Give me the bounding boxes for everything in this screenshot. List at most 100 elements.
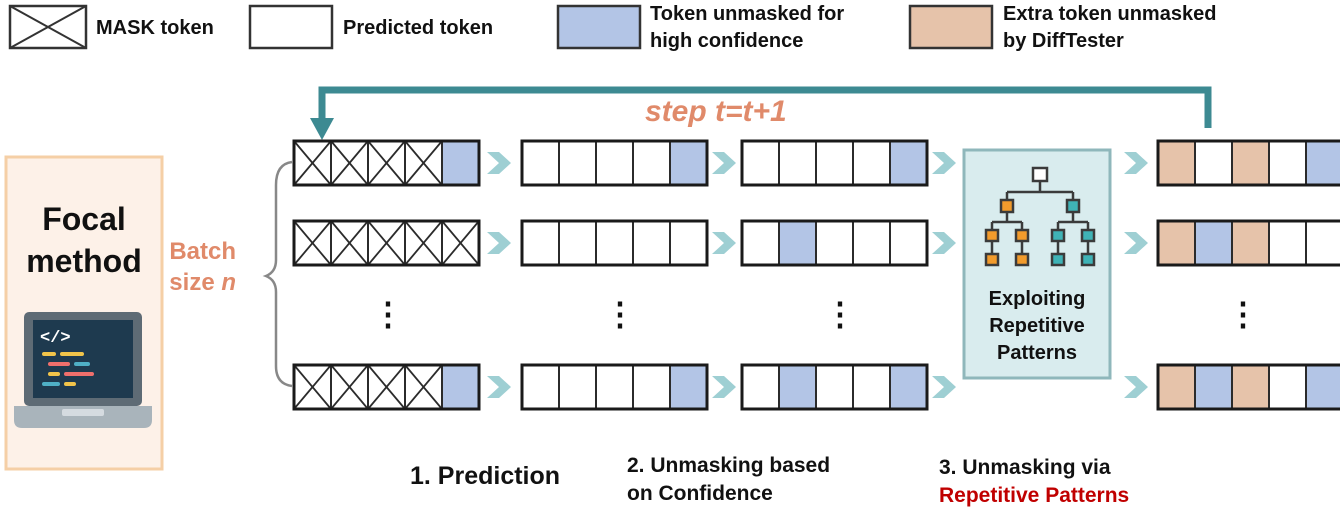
confident-token [778,220,817,266]
predicted-token [595,364,634,410]
caption-repetitive-1: 3. Unmasking via [939,456,1111,479]
confident-token [889,364,928,410]
ellipsis-stage4: ⋮ [1227,296,1259,332]
chevron-right-icon [932,152,956,174]
predicted-token [632,220,671,266]
token-row-outline [740,139,929,187]
predicted-token [852,220,891,266]
predicted-token [778,140,817,186]
token-row-stage4-3 [1156,363,1340,411]
extra-token [1231,220,1270,266]
step-label: step t=t+1 [645,95,787,128]
token-row-outline [1156,363,1340,411]
chevron-right-icon [1124,232,1148,254]
focal-method-box: Focal method </> [4,155,164,471]
predicted-token [558,220,597,266]
predicted-token [632,140,671,186]
mask-cross [404,140,443,186]
legend-tan-label-2: by DiffTester [1003,30,1124,52]
chevron-right-icon [932,376,956,398]
mask-cross [330,140,369,186]
predicted-token [889,220,928,266]
predicted-token [741,364,780,410]
predicted-token [815,220,854,266]
confident-token [441,140,480,186]
caption-confidence-2: on Confidence [627,482,773,505]
ellipsis-stage3: ⋮ [824,296,856,332]
token-row-outline [1156,139,1340,187]
predicted-token [595,140,634,186]
predicted-token [1268,140,1307,186]
mask-cross [441,220,480,266]
mask-cross [367,220,406,266]
predicted-token [1305,220,1340,266]
panel-label-1: Exploiting [989,288,1086,310]
extra-token [1157,140,1196,186]
predicted-token [632,364,671,410]
legend-predicted-label: Predicted token [343,17,493,39]
extra-token [1231,364,1270,410]
token-row-stage2-2 [520,219,709,267]
batch-var-n: n [221,269,236,296]
repetitive-patterns-panel: Exploiting Repetitive Patterns [962,148,1112,380]
predicted-token [558,140,597,186]
svg-text:</>: </> [40,329,71,348]
token-row-outline [520,219,709,267]
tree-hierarchy-icon [984,166,1096,267]
legend-mask-swatch [8,4,88,50]
token-row-stage4-2 [1156,219,1340,267]
predicted-token [521,140,560,186]
legend-blue-swatch [556,4,642,50]
token-row-stage2-3 [520,363,709,411]
legend-blue-label-2: high confidence [650,30,803,52]
token-row-stage4-1 [1156,139,1340,187]
chevron-right-icon [487,376,511,398]
mask-cross [293,364,332,410]
predicted-token [558,364,597,410]
token-row-outline [740,219,929,267]
token-row-outline [520,139,709,187]
mask-cross [330,364,369,410]
ellipsis-stage1: ⋮ [372,296,404,332]
confident-token [889,140,928,186]
token-row-outline [292,219,481,267]
token-row-stage2-1 [520,139,709,187]
predicted-token [669,220,708,266]
mask-cross [367,140,406,186]
legend-predicted-swatch [248,4,334,50]
panel-label-2: Repetitive [989,315,1085,337]
confident-token [441,364,480,410]
loop-arrow-icon [310,86,1212,140]
predicted-token [852,140,891,186]
flow-chevrons [487,152,1148,398]
legend-tan-label-1: Extra token unmasked [1003,3,1216,25]
batch-brace [262,160,293,388]
token-row-outline [1156,219,1340,267]
caption-confidence-1: 2. Unmasking based [627,454,830,477]
legend-blue-label-1: Token unmasked for [650,3,844,25]
legend: MASK token Predicted token Token unmaske… [8,3,1216,52]
chevron-right-icon [712,232,736,254]
focal-title-1: Focal [42,201,126,237]
chevron-right-icon [1124,376,1148,398]
legend-tan-swatch [908,4,994,50]
chevron-right-icon [712,152,736,174]
extra-token [1157,220,1196,266]
confident-token [1305,364,1340,410]
mask-cross [367,364,406,410]
confident-token [1305,140,1340,186]
confident-token [778,364,817,410]
token-row-stage3-1 [740,139,929,187]
mask-cross [330,220,369,266]
predicted-token [595,220,634,266]
token-row-outline [292,139,481,187]
batch-label-1: Batch [169,238,236,265]
batch-label-2: size n [169,269,236,296]
mask-cross [293,140,332,186]
token-row-stage1-2 [292,219,481,267]
batch-size-text: size [169,269,221,296]
chevron-right-icon [932,232,956,254]
ellipsis-stage2: ⋮ [604,296,636,332]
token-row-stage3-2 [740,219,929,267]
extra-token [1231,140,1270,186]
